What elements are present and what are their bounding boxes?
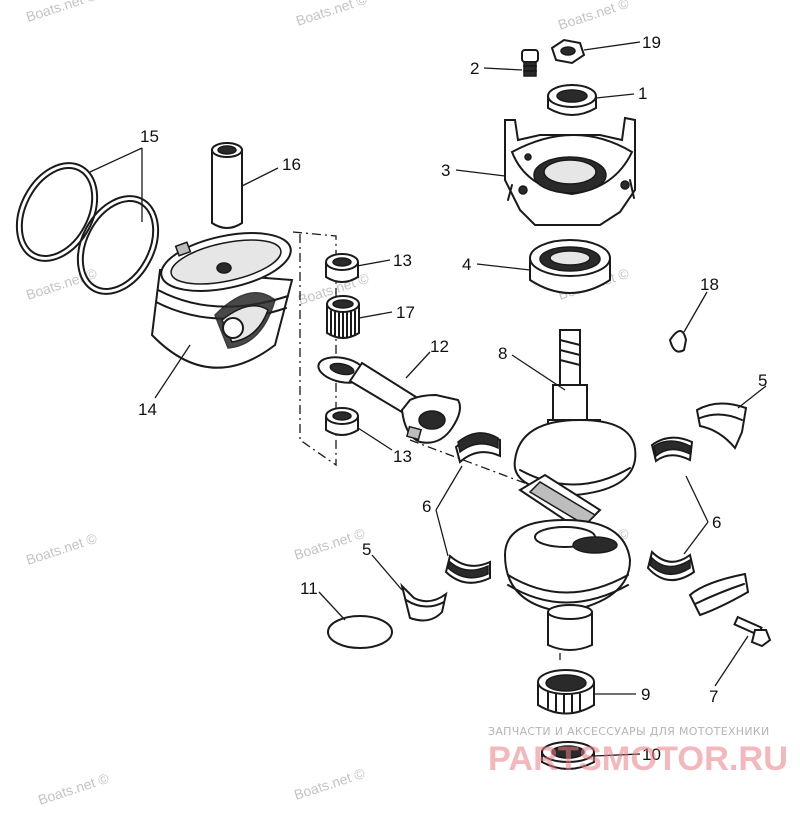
callout-10: 10 [642, 745, 661, 764]
callout-13-upper: 13 [393, 251, 412, 270]
callout-18: 18 [700, 275, 719, 294]
callout-6-right: 6 [712, 513, 721, 532]
callout-16: 16 [282, 155, 301, 174]
callout-14: 14 [138, 400, 157, 419]
brand-tagline: ЗАПЧАСТИ И АКСЕССУАРЫ ДЛЯ МОТОТЕХНИКИ [488, 725, 770, 738]
callout-2: 2 [470, 59, 479, 78]
watermark: Boats.net © [36, 770, 111, 808]
callout-17: 17 [396, 303, 415, 322]
callout-15: 15 [140, 127, 159, 146]
needle-bearing-lower [537, 669, 595, 715]
watermark: Boats.net © [24, 530, 99, 568]
callout-4: 4 [462, 255, 471, 274]
callout-9: 9 [641, 685, 650, 704]
watermark: Boats.net © [292, 525, 367, 563]
needle-bearing-halves [444, 432, 696, 584]
brand-logo: PARTSMOTOR.RU [488, 740, 788, 778]
wrist-pin [211, 142, 243, 229]
brand-watermark: ЗАПЧАСТИ И АКСЕССУАРЫ ДЛЯ МОТОТЕХНИКИ PA… [488, 725, 788, 778]
bearing-retainers [400, 402, 748, 622]
callout-6-left: 6 [422, 497, 431, 516]
callout-5-lower: 5 [362, 540, 371, 559]
crankshaft [503, 329, 637, 651]
woodruff-key [668, 330, 688, 353]
thrust-washers [325, 253, 359, 436]
watermark: Boats.net © [294, 0, 369, 29]
piston-rings [15, 162, 160, 295]
ball-bearing [529, 239, 611, 294]
nut [550, 38, 586, 65]
shim [327, 615, 393, 649]
callout-5-upper: 5 [758, 371, 767, 390]
retainer-with-bolt [688, 572, 772, 648]
callout-11: 11 [300, 579, 318, 598]
callout-8: 8 [498, 344, 507, 363]
oil-seal-top [547, 84, 597, 116]
watermark: Boats.net © [24, 0, 99, 25]
callout-7: 7 [709, 687, 718, 706]
needle-bearing-small [326, 295, 360, 339]
screw [521, 49, 539, 77]
piston [150, 232, 294, 369]
connecting-rod [317, 356, 461, 444]
leader-lines [89, 41, 767, 757]
oil-seal-lower [541, 741, 595, 770]
callout-labels: 1 2 3 4 5 5 6 6 7 8 9 10 11 12 13 13 14 … [138, 33, 767, 764]
bearing-housing [504, 116, 636, 226]
callout-1: 1 [638, 84, 647, 103]
watermark: Boats.net © [556, 0, 631, 33]
watermark: Boats.net © [292, 765, 367, 803]
callout-12: 12 [430, 337, 449, 356]
callout-3: 3 [441, 161, 450, 180]
callout-19: 19 [642, 33, 661, 52]
callout-13-lower: 13 [393, 447, 412, 466]
watermark: Boats.net © [24, 265, 99, 303]
